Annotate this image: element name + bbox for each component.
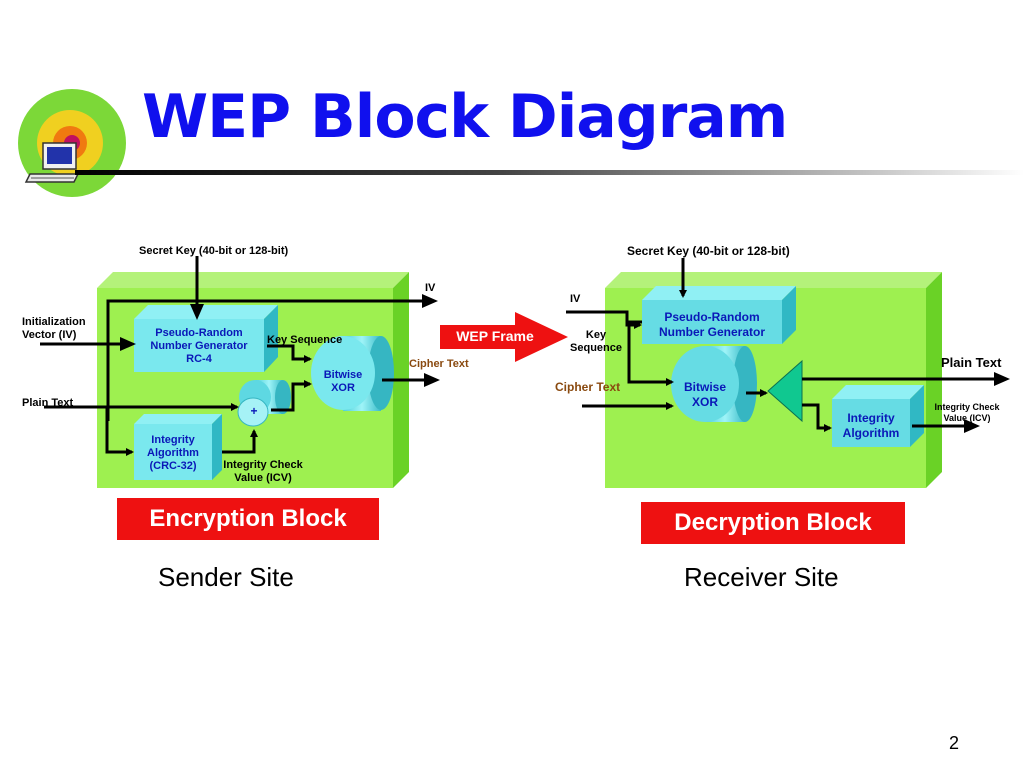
- slide-title: WEP Block Diagram: [142, 82, 788, 152]
- dec-cipher-text-label: Cipher Text: [555, 380, 621, 394]
- dec-prng-label: Pseudo-Random Number Generator: [658, 310, 766, 339]
- enc-prng-box: [134, 305, 278, 372]
- dec-comparator-triangle: [767, 359, 803, 423]
- dec-icv-label: Integrity Check Value (ICV): [934, 402, 1000, 423]
- enc-icv-label: Integrity Check Value (ICV): [223, 459, 303, 484]
- enc-xor-label: Bitwise XOR: [323, 369, 363, 394]
- enc-secret-key-label: Secret Key (40-bit or 128-bit): [139, 245, 289, 257]
- sender-site-label: Sender Site: [158, 562, 294, 592]
- computer-logo-icon: [18, 89, 126, 197]
- dec-plain-text-label: Plain Text: [941, 355, 1002, 370]
- dec-key-sequence-label: Key Sequence: [570, 329, 622, 354]
- enc-iv-in-label: Initialization Vector (IV): [22, 316, 86, 341]
- title-underline: [75, 170, 1024, 175]
- wep-frame-label: WEP Frame: [456, 328, 534, 344]
- encryption-block-label: Encryption Block: [117, 498, 379, 540]
- dec-integrity-box: [832, 385, 924, 447]
- dec-secret-key-label: Secret Key (40-bit or 128-bit): [627, 244, 790, 258]
- wep-frame-arrow: [440, 312, 568, 362]
- enc-integrity-label: Integrity Algorithm (CRC-32): [147, 434, 199, 472]
- receiver-site-label: Receiver Site: [684, 562, 839, 592]
- enc-prng-label: Pseudo-Random Number Generator RC-4: [150, 327, 248, 365]
- enc-integrity-box: [134, 414, 222, 480]
- dec-iv-label: IV: [570, 293, 581, 305]
- enc-key-sequence-label: Key Sequence: [267, 334, 343, 346]
- enc-cipher-text-label: Cipher Text: [409, 358, 469, 370]
- dec-xor-label: Bitwise XOR: [683, 380, 726, 409]
- dec-integrity-label: Integrity Algorithm: [842, 411, 900, 440]
- enc-iv-out-label: IV: [425, 282, 436, 294]
- enc-concat-cylinder: [237, 380, 291, 427]
- page-number: 2: [949, 733, 960, 753]
- enc-plain-text-label: Plain Text: [22, 397, 74, 409]
- enc-xor-cylinder: [311, 336, 394, 411]
- dec-xor-cylinder: [671, 346, 757, 422]
- enc-concat-label: +: [250, 404, 258, 418]
- decryption-block-label: Decryption Block: [641, 502, 905, 544]
